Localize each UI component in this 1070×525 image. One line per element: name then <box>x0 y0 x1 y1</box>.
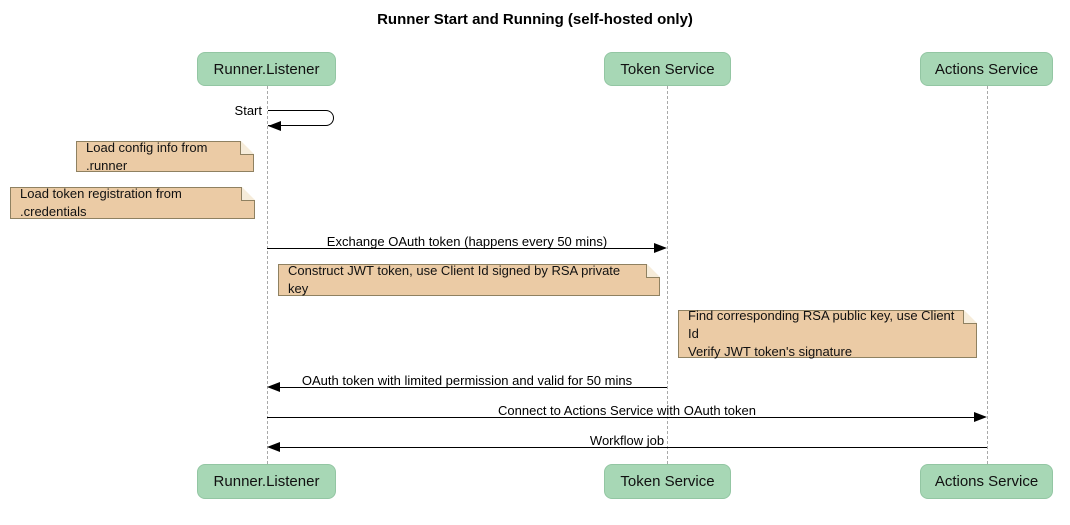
participant-label: Runner.Listener <box>213 473 320 490</box>
participant-label: Actions Service <box>934 60 1039 78</box>
message-connect-actions-label: Connect to Actions Service with OAuth to… <box>498 403 756 418</box>
message-start-self-loop <box>268 110 334 126</box>
arrowhead-left-icon <box>267 442 280 452</box>
note-load-token-registration: Load token registration from .credential… <box>10 186 255 219</box>
note-construct-jwt: Construct JWT token, use Client Id signe… <box>278 263 660 296</box>
lifeline-token-service <box>667 86 668 464</box>
arrowhead-left-icon <box>268 121 281 131</box>
note-text: Construct JWT token, use Client Id signe… <box>288 263 621 296</box>
arrowhead-left-icon <box>267 382 280 392</box>
note-text: Load token registration from .credential… <box>20 186 182 219</box>
participant-label: Actions Service <box>934 473 1039 490</box>
message-oauth-return-line <box>279 387 667 388</box>
participant-token-service-top: Token Service <box>604 52 731 86</box>
note-text-line2: Verify JWT token's signature <box>688 344 853 359</box>
message-exchange-oauth-line <box>267 248 655 249</box>
participant-runner-listener-bottom: Runner.Listener <box>197 464 336 499</box>
message-exchange-oauth-label: Exchange OAuth token (happens every 50 m… <box>326 234 608 249</box>
note-verify-jwt: Find corresponding RSA public key, use C… <box>678 308 977 359</box>
participant-token-service-bottom: Token Service <box>604 464 731 499</box>
message-workflow-job-label: Workflow job <box>589 433 665 448</box>
note-text-line1: Find corresponding RSA public key, use C… <box>688 308 955 341</box>
participant-actions-service-bottom: Actions Service <box>920 464 1053 499</box>
lifeline-actions-service <box>987 86 988 464</box>
participant-actions-service-top: Actions Service <box>920 52 1053 86</box>
message-start-label: Start <box>234 103 262 118</box>
note-text: Load config info from .runner <box>86 139 208 173</box>
diagram-title: Runner Start and Running (self-hosted on… <box>377 11 693 28</box>
note-load-config: Load config info from .runner <box>76 139 254 173</box>
lifeline-runner-listener <box>267 86 268 464</box>
message-connect-actions-line <box>267 417 975 418</box>
arrowhead-right-icon <box>974 412 987 422</box>
participant-label: Token Service <box>620 473 715 490</box>
arrowhead-right-icon <box>654 243 667 253</box>
message-workflow-job-line <box>279 447 987 448</box>
message-oauth-return-label: OAuth token with limited permission and … <box>301 373 633 388</box>
participant-runner-listener-top: Runner.Listener <box>197 52 336 86</box>
participant-label: Token Service <box>620 60 715 78</box>
participant-label: Runner.Listener <box>213 60 320 78</box>
